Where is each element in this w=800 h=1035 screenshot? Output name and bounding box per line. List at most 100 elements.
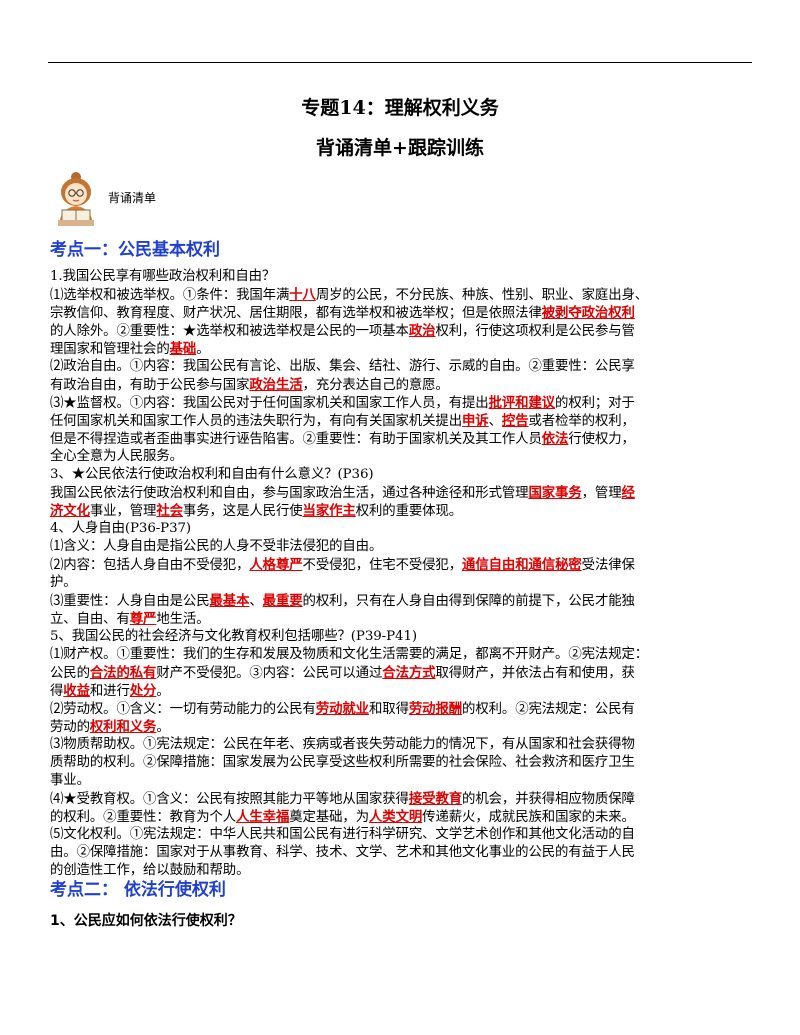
keyword-highlight: 依法	[541, 431, 569, 447]
keyword-highlight: 社会	[156, 503, 183, 519]
keyword-highlight: 最重要	[262, 593, 303, 609]
text-segment: 的机会，并获得相应物质保障	[462, 792, 635, 807]
text-line: 有政治自由，有助于公民参与国家政治生活，充分表达自己的意愿。	[50, 376, 756, 394]
text-line: ⑶物质帮助权。①宪法规定：公民在年老、疾病或者丧失劳动能力的情况下，有从国家和社…	[50, 736, 756, 754]
text-segment: 的权利。②宪法规定：公民有	[462, 702, 635, 717]
text-line: ⑶重要性：人身自由是公民最基本、最重要的权利，只有在人身自由得到保障的前提下，公…	[50, 592, 756, 610]
text-segment: 护。	[50, 575, 77, 590]
text-segment: 立、自由、有	[50, 612, 130, 627]
text-segment: ⑶物质帮助权。①宪法规定：公民在年老、疾病或者丧失劳动能力的情况下，有从国家和社…	[50, 737, 635, 752]
text-segment: ⑸文化权利。①宪法规定：中华人民共和国公民有进行科学研究、文学艺术创作和其他文化…	[50, 827, 635, 842]
keyword-highlight: 当家作主	[302, 503, 356, 519]
keyword-highlight: 合法方式	[382, 665, 436, 681]
keyword-highlight: 申诉	[462, 413, 489, 429]
text-line: ⑴选举权和被选举权。①条件：我国年满十八周岁的公民，不分民族、种族、性别、职业、…	[50, 286, 756, 304]
keyword-highlight: 尊严	[129, 611, 157, 627]
text-segment: 不受侵犯，住宅不受侵犯，	[302, 558, 463, 573]
text-line: 由。②保障措施：国家对于从事教育、科学、技术、文学、艺术和其他文化事业的公民的有…	[50, 844, 756, 862]
text-segment: 宗教信仰、教育程度、财产状况、居住期限，都有选举权和被选举权；但是依照法律	[50, 306, 542, 321]
text-segment: 但是不得捏造或者歪曲事实进行诬告陷害。②重要性：有助于国家机关及其工作人员	[50, 432, 542, 447]
text-line: ⑵政治自由。①内容：我国公民有言论、出版、集会、结社、游行、示威的自由。②重要性…	[50, 358, 756, 376]
text-segment: 劳动的	[50, 720, 90, 735]
text-segment: 事务，这是人民行使	[182, 504, 303, 519]
keyword-highlight: 接受教育	[408, 791, 463, 807]
text-segment: 。	[156, 684, 170, 699]
keyword-highlight: 合法的私有	[89, 665, 157, 681]
text-segment: ⑷★受教育权。①含义：公民有按照其能力平等地从国家获得	[50, 792, 409, 807]
text-line: ⑴含义：人身自由是指公民的人身不受非法侵犯的自由。	[50, 538, 756, 556]
text-segment: 任何国家机关和国家工作人员的违法失职行为，有向有关国家机关提出	[50, 414, 463, 429]
text-line: ⑷★受教育权。①含义：公民有按照其能力平等地从国家获得接受教育的机会，并获得相应…	[50, 790, 756, 808]
text-line: 济文化事业，管理社会事务，这是人民行使当家作主权利的重要体现。	[50, 502, 756, 520]
keyword-highlight: 人格尊严	[249, 557, 303, 573]
text-line: 5、我国公民的社会经济与文化教育权利包括哪些？(P39-P41)	[50, 628, 756, 646]
section-heading-1: 考点一：公民基本权利	[50, 240, 220, 260]
text-line: 护。	[50, 574, 756, 592]
text-segment: 权利，行使这项权利是公民参与管	[435, 324, 635, 339]
text-segment: 权利的重要体现。	[355, 504, 463, 519]
text-segment: ⑴含义：人身自由是指公民的人身不受非法侵犯的自由。	[50, 539, 383, 554]
keyword-highlight: 基础	[169, 341, 197, 357]
keyword-highlight: 劳动就业	[315, 701, 369, 717]
avatar-label: 背诵清单	[108, 191, 157, 205]
keyword-highlight: 劳动报酬	[408, 701, 463, 717]
text-segment: 、	[249, 594, 263, 609]
keyword-highlight: 十八	[289, 287, 316, 303]
text-segment: 理国家和管理社会的	[50, 342, 170, 357]
text-segment: 受法律保	[581, 558, 635, 573]
text-segment: 、	[488, 414, 502, 429]
text-line: 任何国家机关和国家工作人员的违法失职行为，有向有关国家机关提出申诉、控告或者检举…	[50, 412, 756, 430]
text-segment: 地生活。	[156, 612, 210, 627]
text-line: 得收益和进行处分。	[50, 682, 756, 700]
text-segment: 财产不受侵犯。③内容：公民可以通过	[156, 666, 383, 681]
text-line: ⑴财产权。①重要性：我们的生存和发展及物质和文化生活需要的满足，都离不开财产。②…	[50, 646, 756, 664]
text-segment: 1.我国公民享有哪些政治权利和自由？	[50, 269, 276, 284]
text-segment: 行使权力，	[568, 432, 635, 447]
keyword-highlight: 被剥夺政治权利	[541, 305, 635, 321]
text-line: 的创造性工作，给以鼓励和帮助。	[50, 862, 756, 880]
page-subtitle: 背诵清单+跟踪训练	[316, 137, 484, 159]
text-segment: 和取得	[368, 702, 409, 717]
text-segment: 质帮助的权利。②保障措施：国家发展为公民享受这些权利所需要的社会保险、社会救济和…	[50, 755, 635, 770]
text-segment: 有政治自由，有助于公民参与国家	[50, 378, 250, 393]
text-segment: 的人除外。②重要性：★选举权和被选举权是公民的一项基本	[50, 324, 409, 339]
text-segment: 或者检举的权利，	[528, 414, 635, 429]
text-line: 公民的合法的私有财产不受侵犯。③内容：公民可以通过合法方式取得财产，并依法占有和…	[50, 664, 756, 682]
text-segment: ⑵内容：包括人身自由不受侵犯，	[50, 558, 250, 573]
text-segment: 取得财产，并依法占有和使用，获	[435, 666, 635, 681]
text-segment: 事业，管理	[89, 504, 157, 519]
text-line: 我国公民依法行使政治权利和自由，参与国家政治生活，通过各种途径和形式管理国家事务…	[50, 484, 756, 502]
text-segment: 传递薪火，成就民族和国家的未来。	[422, 810, 635, 825]
keyword-highlight: 人生幸福	[236, 809, 290, 825]
text-segment: ⑴选举权和被选举权。①条件：我国年满	[50, 288, 290, 303]
text-line: 但是不得捏造或者歪曲事实进行诬告陷害。②重要性：有助于国家机关及其工作人员依法行…	[50, 430, 756, 448]
text-segment: 我国公民依法行使政治权利和自由，参与国家政治生活，通过各种途径和形式管理	[50, 486, 529, 501]
keyword-highlight: 国家事务	[528, 485, 582, 501]
page-title: 专题14：理解权利义务	[301, 97, 499, 119]
text-segment: 的权利，只有在人身自由得到保障的前提下，公民才能独	[302, 594, 635, 609]
text-line: 宗教信仰、教育程度、财产状况、居住期限，都有选举权和被选举权；但是依照法律被剥夺…	[50, 304, 756, 322]
text-line: 理国家和管理社会的基础。	[50, 340, 756, 358]
text-segment: 5、我国公民的社会经济与文化教育权利包括哪些？(P39-P41)	[50, 629, 417, 644]
keyword-highlight: 最基本	[209, 593, 250, 609]
text-segment: 奠定基础，为	[289, 810, 369, 825]
text-line: ⑵劳动权。①含义：一切有劳动能力的公民有劳动就业和取得劳动报酬的权利。②宪法规定…	[50, 700, 756, 718]
text-segment: 公民的	[50, 666, 90, 681]
text-segment: ⑶★监督权。①内容：我国公民对于任何国家机关和国家工作人员，有提出	[50, 396, 489, 411]
keyword-highlight: 批评和建议	[488, 395, 556, 411]
text-line: 劳动的权利和义务。	[50, 718, 756, 736]
text-segment: ⑵政治自由。①内容：我国公民有言论、出版、集会、结社、游行、示威的自由。②重要性…	[50, 359, 635, 374]
text-segment: 的创造性工作，给以鼓励和帮助。	[50, 863, 250, 878]
question-heading: 1、公民应如何依法行使权利？	[50, 913, 242, 929]
text-line: 1.我国公民享有哪些政治权利和自由？	[50, 268, 756, 286]
keyword-highlight: 经	[621, 485, 635, 501]
text-segment: 的权利；对于	[555, 396, 635, 411]
text-segment: ⑴财产权。①重要性：我们的生存和发展及物质和文化生活需要的满足，都离不开财产。②…	[50, 647, 649, 662]
text-segment: 得	[50, 684, 64, 699]
text-segment: 3、★公民依法行使政治权利和自由有什么意义？(P36)	[50, 467, 374, 482]
text-line: 3、★公民依法行使政治权利和自由有什么意义？(P36)	[50, 466, 756, 484]
text-segment: 的权利。②重要性：教育为个人	[50, 810, 237, 825]
text-segment: ，管理	[581, 486, 622, 501]
keyword-highlight: 政治生活	[249, 377, 303, 393]
text-line: 全心全意为人民服务。	[50, 448, 756, 466]
